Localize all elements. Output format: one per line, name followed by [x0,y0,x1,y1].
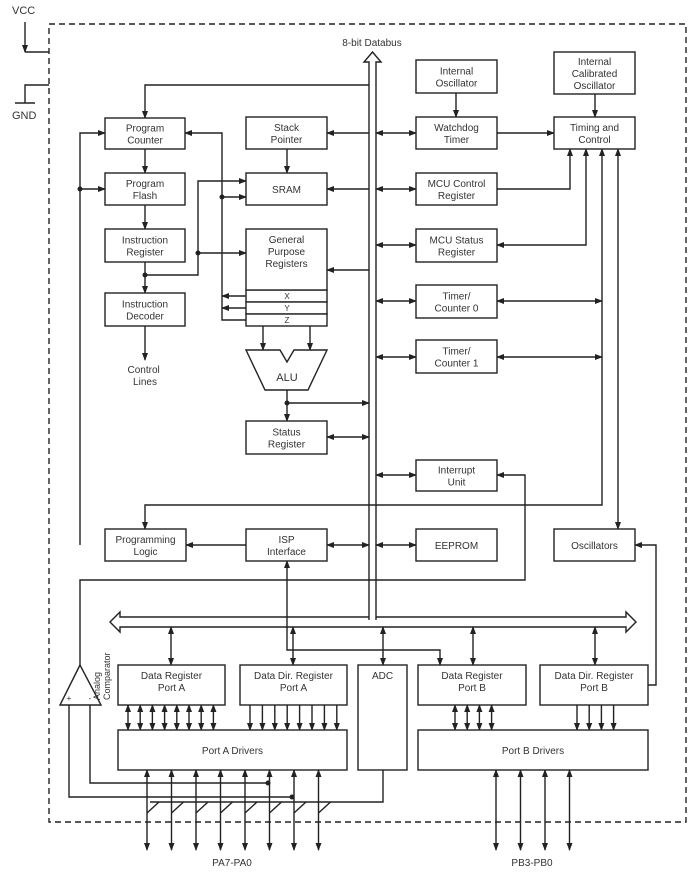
timer-counter-0-block: Timer/Counter 0 [415,284,498,319]
adc-mux-tap [171,801,184,814]
gpr-row-x: X [284,292,290,301]
alu-label: ALU [276,372,297,384]
vcc-label: VCC [12,5,35,17]
adc-mux-tap [318,801,331,814]
peripheral-bus [109,610,637,634]
adc-mux-tap [220,801,233,814]
port-a-drivers-block: Port A Drivers [117,729,348,771]
adc-label: ADC [372,671,393,682]
port-b-drivers-label: Port B Drivers [502,746,564,757]
oscillators-label: Oscillators [571,541,618,552]
adc-mux-tap [195,801,209,814]
adc-mux-tap [244,801,258,814]
analog-comparator-label: Analog Comparator [92,652,112,700]
gpr-row-y: Y [284,304,290,313]
eeprom-label: EEPROM [435,541,478,552]
port-b-pins-label: PB3-PB0 [511,858,553,869]
vcc-pin: VCC [12,5,49,52]
oscillators-block: Oscillators [553,528,636,562]
alu: ALU [244,349,329,391]
comparator-plus: + [67,694,72,703]
port-b-drivers-block: Port B Drivers [417,729,649,771]
adc-mux-tap [146,801,160,814]
port-a-drivers-label: Port A Drivers [202,746,263,757]
chip-boundary [48,23,687,823]
timer-counter-1-label: Timer/Counter 1 [435,347,479,370]
adc-mux-tap [293,801,307,814]
comparator-minus: - [89,694,92,703]
gnd-label: GND [12,110,37,122]
control-lines-label: Control Lines [127,365,162,388]
adc-mux-tap [269,801,282,814]
gpr-row-z: Z [285,316,290,325]
port-a-pins-label: PA7-PA0 [212,858,252,869]
sram-label: SRAM [272,185,301,196]
junction-dots [77,186,295,800]
timer-counter-1-block: Timer/Counter 1 [415,339,498,374]
eeprom-block: EEPROM [415,528,498,562]
databus-label: 8-bit Databus [342,38,401,49]
gpr-pointer-rows: X Y Z [245,289,328,327]
databus: 8-bit Databus [342,38,402,620]
gnd-pin: GND [12,84,49,122]
timer-counter-0-label: Timer/Counter 0 [435,292,479,315]
adc-block: ADC [357,664,408,771]
sram-block: SRAM [245,172,328,206]
wires [68,84,657,851]
analog-comparator: + - Analog Comparator [58,652,112,706]
